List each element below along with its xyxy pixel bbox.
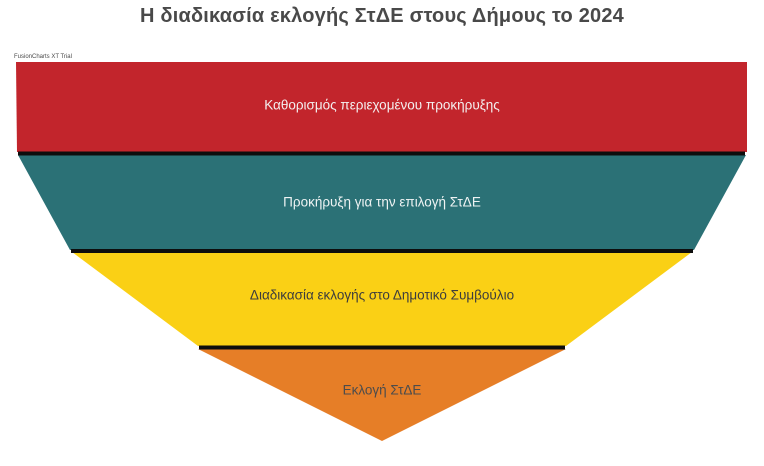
funnel-stage-4[interactable] <box>198 349 566 441</box>
chart-title: Η διαδικασία εκλογής ΣτΔΕ στους Δήμους τ… <box>139 5 625 27</box>
stage-separator-2 <box>71 249 693 253</box>
watermark-link[interactable]: FusionCharts XT Trial <box>14 54 72 60</box>
stage-separator-1 <box>18 151 745 156</box>
funnel-stage-2[interactable] <box>18 155 746 250</box>
funnel-stage-1[interactable] <box>16 62 747 152</box>
funnel-stage-3[interactable] <box>72 252 692 346</box>
stage-separator-3 <box>199 345 565 350</box>
